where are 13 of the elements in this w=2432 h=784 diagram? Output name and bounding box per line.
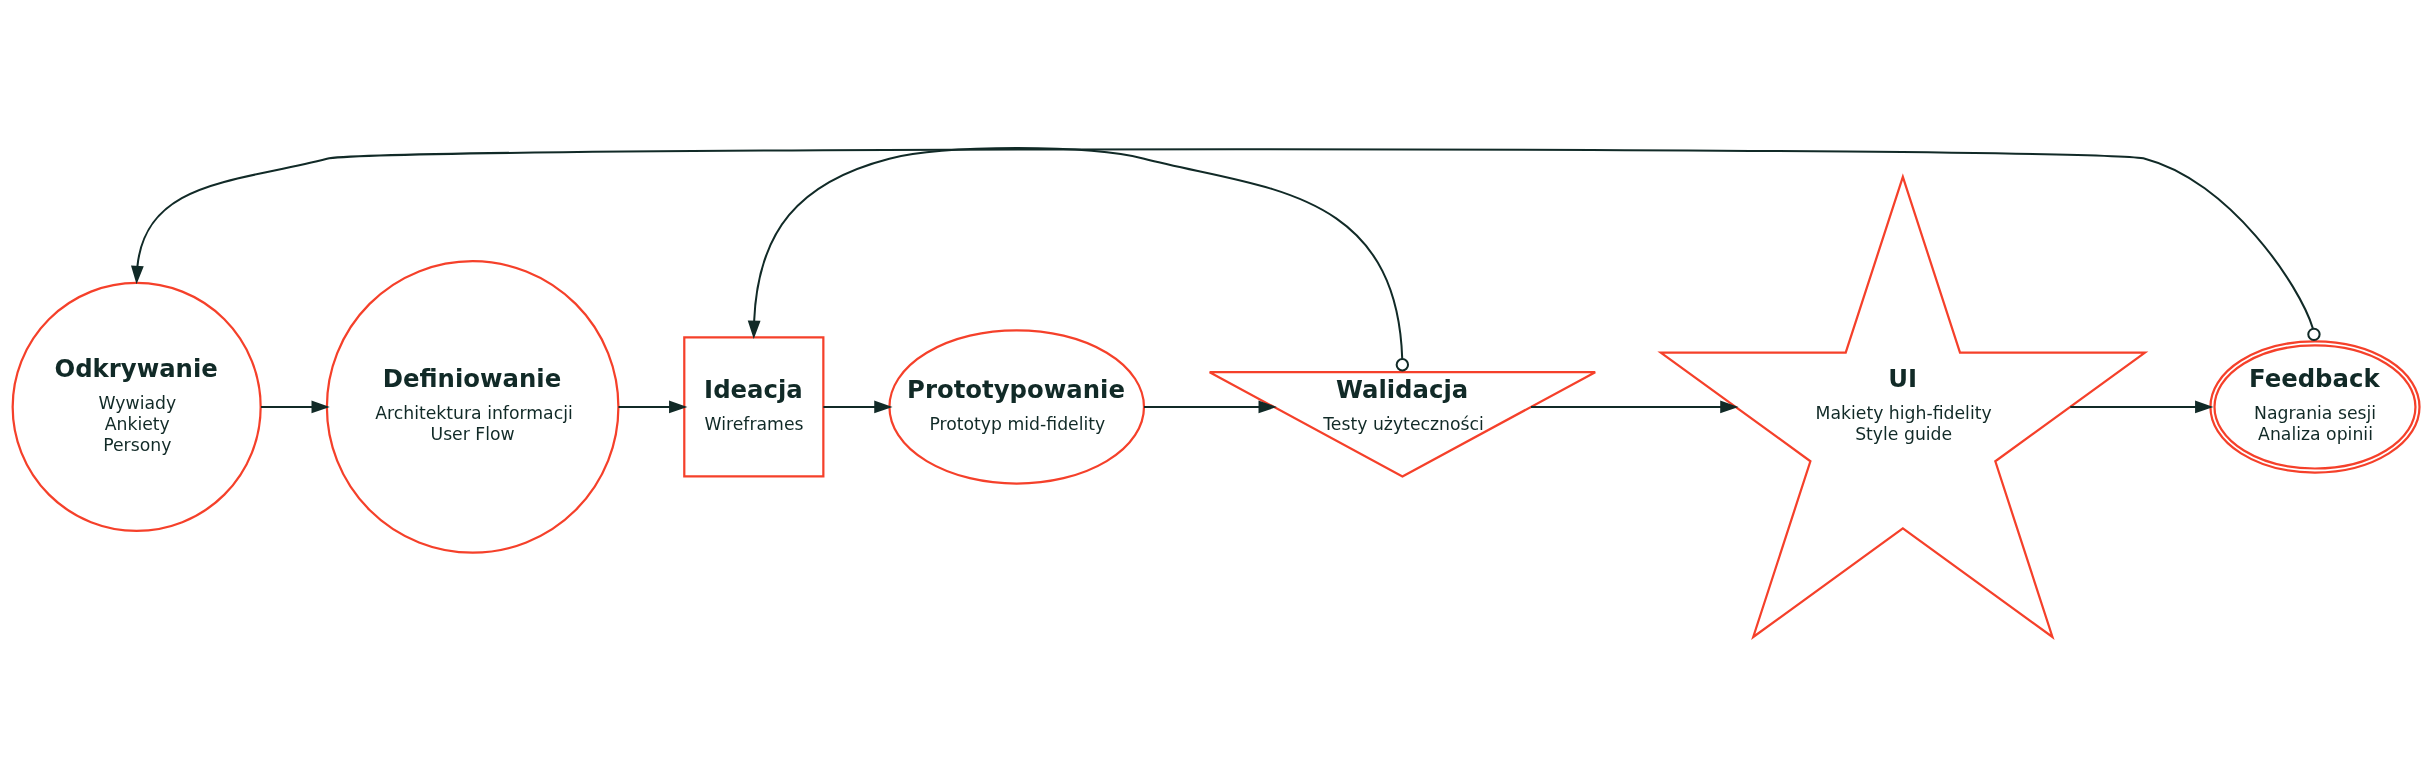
node-box: Ideacja Wireframes [683,335,825,478]
arrow [1530,400,1739,413]
node-circle: Odkrywanie Wywiady Ankiety Persony [11,281,262,532]
arrow [131,147,2321,341]
arrow [2070,400,2214,413]
node-circle: Definiowanie Architektura informacji User Flow [325,259,620,554]
node-ellipse: Feedback Nagrania sesji Analiza opinii [2209,339,2421,474]
arrow [823,400,893,413]
arrow [1144,400,1277,413]
arrow [618,400,688,413]
arrow [747,146,1410,371]
arrow [261,400,330,413]
node-ellipse: Prototypowanie Prototyp mid-fidelity [888,328,1146,485]
